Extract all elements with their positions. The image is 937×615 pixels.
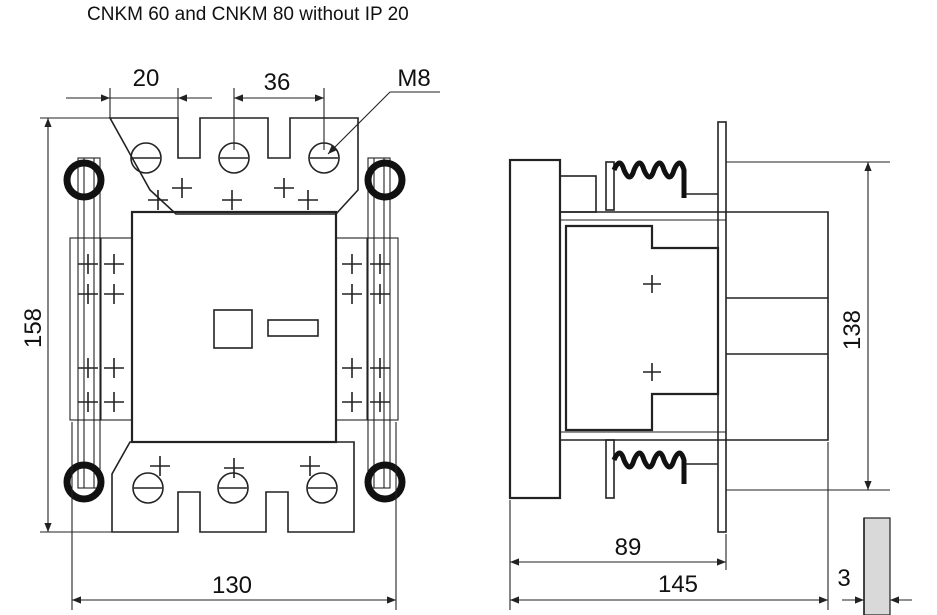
- mounting-plate: [717, 121, 727, 533]
- drawing-title: CNKM 60 and CNKM 80 without IP 20: [87, 4, 409, 25]
- terminals-bottom: [111, 441, 355, 533]
- mounting-ring-tl: [63, 159, 105, 201]
- mounting-ring-br: [364, 461, 406, 503]
- spring-bottom: [605, 439, 718, 499]
- rail-right: [367, 157, 391, 489]
- spring-top: [605, 160, 718, 211]
- dim-3-label: 3: [837, 565, 850, 592]
- armature-block: [564, 224, 720, 432]
- aux-contact-block-right: [335, 237, 399, 421]
- dim-138: 138: [726, 161, 890, 491]
- dim-138-label: 138: [839, 310, 866, 350]
- mounting-ring-tr: [364, 159, 406, 201]
- front-view: 20 36 M8 158 130: [20, 65, 440, 610]
- screw-bottom-3: [306, 472, 338, 504]
- front-cover: [508, 158, 597, 500]
- dim-130: 130: [71, 422, 397, 610]
- dim-158-label: 158: [20, 308, 47, 348]
- dim-89: 89: [509, 500, 727, 610]
- dim-20: 20: [66, 65, 212, 118]
- mounting-ring-bl: [63, 461, 105, 503]
- screw-bottom-2: [217, 472, 249, 504]
- dim-145: 145: [510, 442, 829, 610]
- dim-36: 36: [233, 69, 325, 150]
- aux-contact-block-left: [69, 237, 133, 421]
- leader-m8: M8: [327, 65, 440, 155]
- side-view: 138 89 145 3: [508, 121, 912, 615]
- coil-housing: [130, 210, 338, 444]
- dim-158: 158: [20, 117, 130, 533]
- screw-bottom-1: [132, 472, 164, 504]
- dim-130-label: 130: [212, 572, 252, 599]
- m8-label: M8: [397, 65, 430, 92]
- dim-36-label: 36: [264, 69, 291, 96]
- dim-89-label: 89: [615, 534, 642, 561]
- dim-145-label: 145: [658, 571, 698, 598]
- screw-top-1: [130, 142, 162, 174]
- terminal-body: [559, 211, 829, 441]
- rail-left: [77, 157, 101, 489]
- dim-3: 3: [837, 517, 912, 615]
- dim-20-label: 20: [133, 65, 160, 92]
- terminals-top: [108, 117, 359, 215]
